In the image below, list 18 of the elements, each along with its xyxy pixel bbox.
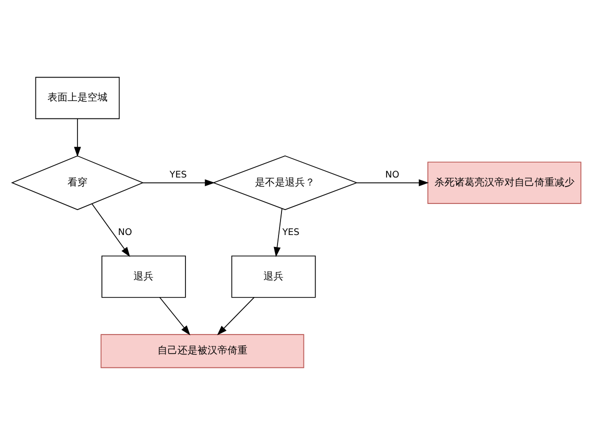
node-box: 退兵 [231, 255, 316, 298]
arrow [74, 118, 81, 156]
arrow [217, 296, 255, 335]
edge-label: YES [282, 228, 300, 238]
node-diamond: 是不是退兵？ [212, 154, 358, 210]
arrow [159, 296, 190, 335]
node-diamond: 看穿 [11, 154, 144, 210]
edge-label: NO [118, 228, 132, 238]
node-box: 杀死诸葛亮汉帝对自己倚重减少 [427, 161, 582, 204]
node-box: 退兵 [101, 255, 186, 298]
node-box: 表面上是空城 [35, 76, 120, 119]
node-box: 自己还是被汉帝倚重 [100, 334, 304, 368]
edge-label: NO [385, 170, 400, 180]
arrow [356, 178, 429, 186]
arrow [92, 202, 130, 256]
edge-label: YES [170, 170, 187, 180]
arrow [274, 208, 282, 257]
arrow [142, 178, 215, 186]
